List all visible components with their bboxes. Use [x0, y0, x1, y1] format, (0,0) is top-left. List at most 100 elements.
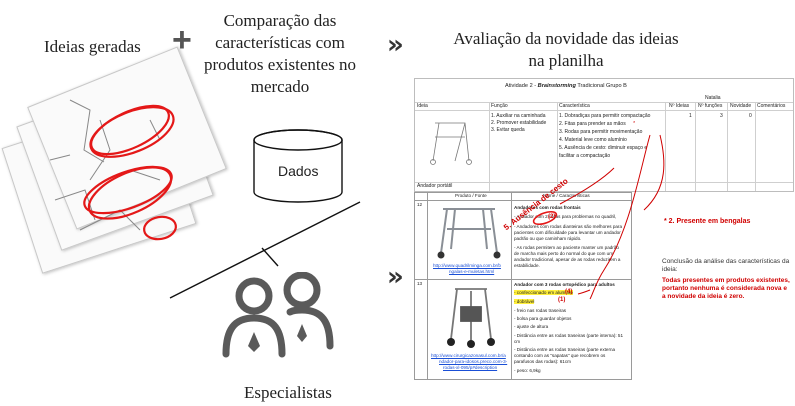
count-novelty: 0 [749, 113, 752, 119]
annotation-marker-1: (1) [558, 297, 566, 303]
row-feature: - Distância entre as rodas traseiras (pa… [514, 333, 624, 338]
comparison-line-2: características com [215, 33, 345, 52]
evaluation-line-1: Avaliação da novidade das ideias [453, 29, 679, 48]
product-comparison-table: Produto / Fonte Nome / Características 1… [414, 192, 632, 380]
grid-line [415, 200, 631, 201]
grid-line [415, 182, 793, 183]
grid-line [415, 110, 793, 111]
header-num-functions: Nº funções [698, 103, 723, 109]
row-number: 13 [417, 281, 423, 286]
characteristic-item: 1. Dobradiças para permitir compactação [559, 113, 651, 119]
row-feature: - confeccionado em alumínio [514, 290, 573, 296]
database-icon [253, 129, 343, 203]
row-feature: de marcha mais perto do normal do que co… [514, 251, 614, 256]
ideas-label: Ideias geradas [44, 37, 141, 56]
grid-line [489, 102, 490, 191]
spreadsheet-group: Natalia [705, 95, 721, 101]
function-item: 1. Auxiliar na caminhada [491, 113, 546, 119]
grid-line [557, 102, 558, 191]
row-feature: - Andadores com rodas dianteiras são mel… [514, 224, 622, 230]
experts-icon [222, 272, 334, 358]
walker-sketch-thumbnail [430, 122, 472, 165]
front-wheel-walker-image [437, 208, 501, 259]
characteristic-item: 5. Ausência de cesto: diminuir espaço e [559, 145, 648, 151]
characteristic-item: 2. Fitas para prender as mãos * [559, 121, 635, 127]
comparison-line-3: produtos existentes no [203, 55, 357, 74]
header-novelty: Novidade [730, 103, 752, 109]
present-in-canes-note: * 2. Presente em bengalas [664, 218, 751, 225]
row-link[interactable]: http://www.cirurgicazonasul.com.br/a [431, 353, 506, 358]
annotation-marker-2: (2) [548, 214, 556, 220]
experts-label: Especialistas [244, 383, 332, 402]
evaluation-line-2: na planilha [528, 51, 604, 70]
spreadsheet-title: Atividade 2 - Brainstorming Tradicional … [505, 83, 627, 89]
conclusion-body: Todas presentes em produtos existentes, … [662, 277, 790, 300]
header-characteristic: Característica [559, 103, 590, 109]
characteristic-item: 3. Rodas para permitir movimentação [559, 129, 643, 135]
grid-line [695, 102, 696, 191]
row-number: 12 [417, 202, 423, 207]
row-feature: - Distância entre as rodas traseiras (pa… [514, 347, 616, 352]
row-feature: pacientes com dificuldade para levantar … [514, 230, 621, 235]
sketch-drawings [49, 99, 177, 241]
header-num-ideas: Nº Ideias [669, 103, 690, 109]
three-wheel-walker-image [447, 288, 495, 348]
count-functions: 3 [720, 113, 723, 119]
star-marker: * [633, 121, 636, 127]
header-function: Função [491, 103, 508, 109]
characteristic-item: 4. Material leve como alumínio [559, 137, 627, 143]
evaluation-label: Avaliação da novidade das ideias na plan… [416, 28, 716, 72]
row-feature: estabilidade. [514, 263, 540, 268]
grid-line [727, 102, 728, 191]
header-product: Produto / Fonte [455, 193, 487, 198]
header-comments: Comentários [757, 103, 786, 109]
row-feature-text: - dobrável [514, 299, 535, 304]
row-feature: contando com as "sapatas" que recobrem o… [514, 353, 606, 358]
row-product-name: Andador com 3 rodas ortopédico para adul… [514, 282, 615, 287]
row-feature: - bolsa para guardar objetos [514, 316, 572, 321]
row-feature: - peso: 6,9kg [514, 368, 541, 373]
row-feature: - As rodas permitem ao paciente manter u… [514, 245, 619, 250]
grid-line [755, 102, 756, 191]
grid-line [511, 193, 512, 379]
conclusion-heading: Conclusão da análise das características… [662, 258, 790, 273]
bracket-connector [169, 201, 361, 299]
comparison-line-1: Comparação das [223, 11, 337, 30]
function-item: 3. Evitar queda [491, 127, 525, 133]
comparison-label: Comparação das características com produ… [190, 10, 370, 98]
grid-line [415, 279, 631, 280]
row-feature: andador tradicional, apesar de as rodas … [514, 257, 621, 262]
header-idea: Ideia [417, 103, 428, 109]
annotation-marker-4: (4) [565, 289, 573, 295]
comparison-line-4: mercado [250, 77, 310, 96]
data-store-label: Dados [278, 163, 319, 179]
spreadsheet-title-italic: Brainstorming [537, 83, 576, 89]
row-feature: - Andador com 2 rodas para problemas no … [514, 214, 617, 219]
grid-line [415, 102, 793, 103]
chevron-right-icon: » [387, 262, 404, 292]
row-link[interactable]: ngalas-e-muletas.html [449, 269, 495, 274]
row-feature-text: - Andadores com rodas dianteiras são mel… [514, 224, 623, 229]
count-ideas: 1 [689, 113, 692, 119]
grid-line [665, 102, 666, 191]
row-feature: parafusos das rodas): 61cm [514, 359, 571, 364]
grid-line [427, 193, 428, 379]
spreadsheet: Atividade 2 - Brainstorming Tradicional … [414, 78, 794, 192]
chevron-right-icon: » [387, 30, 404, 60]
row-feature: - freio nas rodas traseiras [514, 308, 567, 313]
row-feature-text: - confeccionado em alumínio [514, 290, 573, 295]
idea-name: Andador portátil [417, 183, 453, 189]
spreadsheet-title-suffix: Tradicional Grupo B [575, 83, 627, 89]
row-link[interactable]: rodas-xl-095/p#description [443, 365, 498, 370]
row-feature: - ajuste de altura [514, 324, 549, 329]
row-feature: padrão ou que caminham rápido. [514, 236, 582, 241]
row-link[interactable]: ndador-para-idosos.preco.com-3- [439, 359, 508, 364]
characteristic-item-text: 2. Fitas para prender as mãos [559, 121, 626, 127]
spreadsheet-title-prefix: Atividade 2 - [505, 83, 538, 89]
characteristic-item: facilitar a compactação [559, 153, 611, 159]
row-feature: - dobrável [514, 299, 535, 305]
row-product-name: Andadores com rodas frontais [514, 205, 581, 210]
function-item: 2. Promover estabilidade [491, 120, 547, 126]
row-link[interactable]: http://www.quadrilminga.com.br/b [433, 263, 501, 268]
row-feature: cm [514, 339, 521, 344]
